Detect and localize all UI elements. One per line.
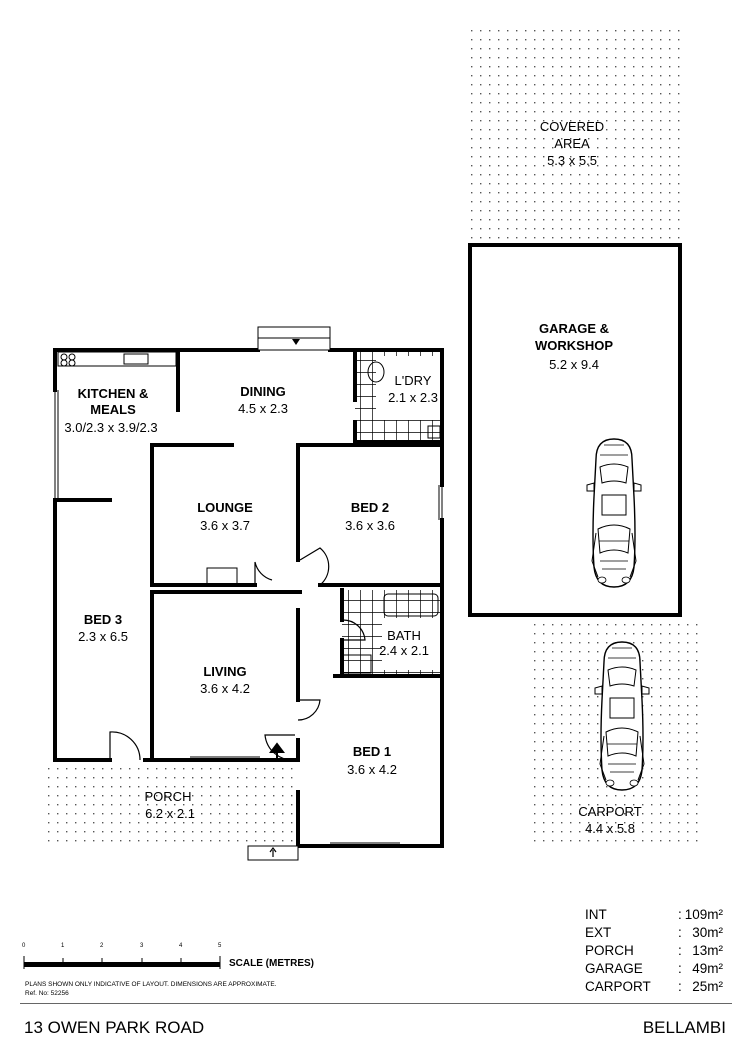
bath-name: BATH (387, 628, 421, 643)
living-dim: 3.6 x 4.2 (200, 681, 250, 696)
area-separator: : (678, 943, 682, 958)
porch-dim: 6.2 x 2.1 (145, 806, 195, 821)
area-value: 30m² (692, 925, 723, 940)
lounge-name: LOUNGE (197, 500, 253, 515)
laundry-name: L'DRY (395, 373, 432, 388)
scale-tick-3: 3 (140, 943, 144, 949)
fixtures (57, 351, 441, 674)
area-row-int: INT : 109m² (585, 907, 725, 925)
lounge-dim: 3.6 x 3.7 (200, 518, 250, 533)
kitchen-name2: MEALS (90, 402, 136, 417)
kitchen-dim: 3.0/2.3 x 3.9/2.3 (64, 420, 157, 435)
scale-tick-0: 0 (22, 943, 26, 949)
area-separator: : (678, 961, 682, 976)
garage-dim: 5.2 x 9.4 (549, 357, 599, 372)
windows (54, 326, 443, 847)
garage-car (586, 438, 642, 588)
area-label: EXT (585, 925, 612, 940)
covered-area-name2: AREA (554, 136, 590, 151)
carport-name: CARPORT (578, 804, 641, 819)
scale-title: SCALE (METRES) (229, 958, 314, 969)
bath-dim: 2.4 x 2.1 (379, 643, 429, 658)
area-separator: : (678, 925, 682, 940)
reference-number: Ref. No: 52256 (25, 990, 69, 997)
living-name: LIVING (203, 664, 246, 679)
area-label: INT (585, 907, 607, 922)
scale-tick-4: 4 (179, 943, 183, 949)
area-row-garage: GARAGE : 49m² (585, 961, 725, 979)
scale-tick-1: 1 (61, 943, 65, 949)
covered-area-hatch (466, 26, 684, 244)
laundry-dim: 2.1 x 2.3 (388, 390, 438, 405)
covered-area-name: COVERED (540, 119, 604, 134)
area-separator: : (678, 979, 682, 994)
area-row-carport: CARPORT : 25m² (585, 979, 725, 997)
property-address: 13 OWEN PARK ROAD (24, 1018, 205, 1037)
dining-dim: 4.5 x 2.3 (238, 401, 288, 416)
scale-bar (23, 956, 221, 969)
scale-tick-2: 2 (100, 943, 104, 949)
bed1-name: BED 1 (353, 744, 391, 759)
area-row-ext: EXT : 30m² (585, 925, 725, 943)
house-walls (53, 348, 444, 848)
bed2-dim: 3.6 x 3.6 (345, 518, 395, 533)
area-label: GARAGE (585, 961, 643, 976)
porch-hatch (44, 764, 295, 846)
garage-walls (468, 243, 682, 617)
bed3-dim: 2.3 x 6.5 (78, 629, 128, 644)
bed1-dim: 3.6 x 4.2 (347, 762, 397, 777)
entry-arrows (247, 339, 300, 861)
bed3-name: BED 3 (84, 612, 122, 627)
carport-dim: 4.4 x 5.8 (585, 821, 635, 836)
dining-name: DINING (240, 384, 286, 399)
bed2-name: BED 2 (351, 500, 389, 515)
garage-name2: WORKSHOP (535, 338, 613, 353)
garage-name: GARAGE & (539, 321, 609, 336)
covered-area-dim: 5.3 x 5.5 (547, 153, 597, 168)
area-value: 13m² (692, 943, 723, 958)
area-label: PORCH (585, 943, 634, 958)
area-value: 25m² (692, 979, 723, 994)
disclaimer-text: PLANS SHOWN ONLY INDICATIVE OF LAYOUT. D… (25, 981, 277, 988)
area-value: 109m² (684, 907, 723, 922)
area-separator: : (678, 907, 682, 922)
area-value: 49m² (692, 961, 723, 976)
area-label: CARPORT (585, 979, 651, 994)
scale-tick-5: 5 (218, 943, 222, 949)
kitchen-name: KITCHEN & (78, 386, 149, 401)
property-suburb: BELLAMBI (642, 1018, 726, 1037)
porch-name: PORCH (145, 789, 192, 804)
area-row-porch: PORCH : 13m² (585, 943, 725, 961)
door-swings (109, 547, 366, 761)
footer-divider (20, 1003, 732, 1004)
